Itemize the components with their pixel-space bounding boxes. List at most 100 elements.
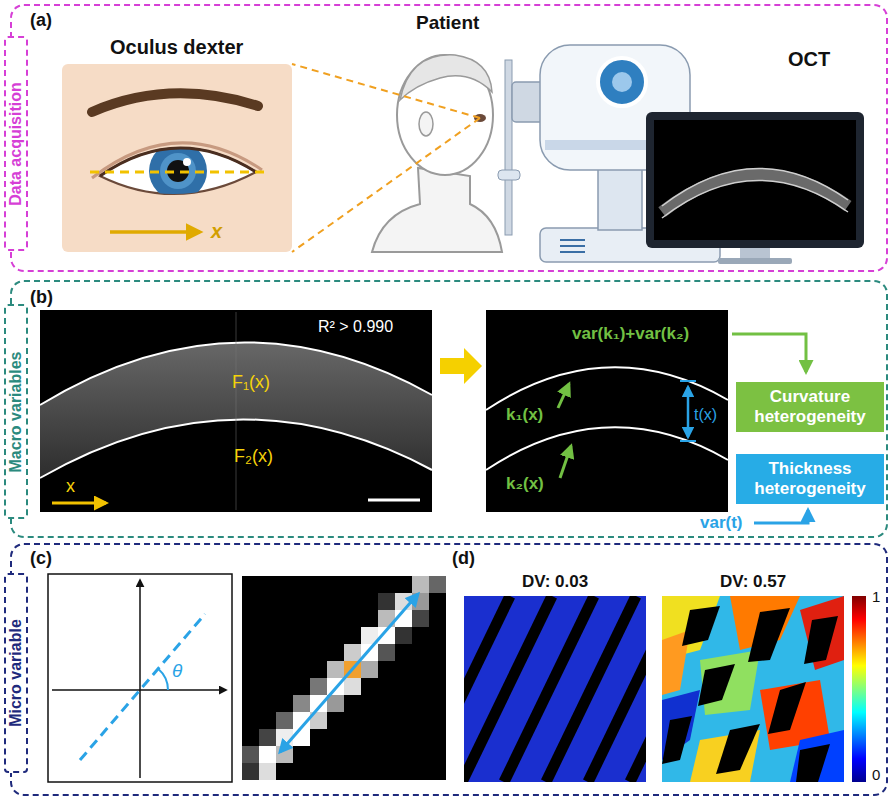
oct-device-part <box>498 170 520 180</box>
panel-tab: Micro variable <box>4 573 28 773</box>
patient-figure <box>292 55 502 252</box>
oct-device <box>498 45 864 264</box>
colorbar <box>852 596 866 782</box>
oct-device-part <box>560 251 585 253</box>
pixel-image-part <box>259 763 276 780</box>
oct-device-part <box>505 60 512 235</box>
figure-label: var(k₁)+var(k₂) <box>572 324 689 344</box>
process-box: Curvature heterogeneity <box>736 382 884 432</box>
pixel-image-part <box>293 729 310 746</box>
figure-label: Oculus dexter <box>110 36 243 59</box>
figure-label: F₁(x) <box>232 372 270 393</box>
direction-map-high-part <box>716 724 760 774</box>
angle-diagram <box>48 574 232 782</box>
pixel-image <box>242 576 446 780</box>
direction-map-high-part <box>790 730 844 782</box>
oct-device-part <box>598 58 646 106</box>
pixel-image-part <box>242 763 259 780</box>
oct-image-extracted-part <box>486 367 728 410</box>
direction-map-high-part <box>682 606 720 646</box>
figure-label: (d) <box>452 548 475 569</box>
direction-map-high-part <box>748 608 790 662</box>
eye-illustration-part <box>92 93 258 112</box>
figure-label: 1 <box>872 588 880 605</box>
direction-map-high-part <box>800 596 844 670</box>
process-box: Thickness heterogeneity <box>736 454 884 504</box>
pixel-image-part <box>242 576 446 780</box>
direction-map-low-part <box>546 596 636 782</box>
direction-map-high-part <box>698 664 735 706</box>
patient-figure-part <box>292 64 480 118</box>
figure-label: F₂(x) <box>234 446 273 467</box>
patient-figure-part <box>419 112 433 136</box>
figure-label: var(t) <box>700 513 743 533</box>
pixel-image-part <box>378 644 395 661</box>
pixel-image-part <box>280 594 418 752</box>
oct-image-extracted-part <box>680 440 696 442</box>
pixel-image-part <box>310 678 327 695</box>
eye-illustration <box>62 64 292 252</box>
oct-image-extracted-part <box>687 387 690 437</box>
pixel-image-part <box>378 593 395 610</box>
figure-label: 0 <box>872 766 880 783</box>
patient-figure-part <box>400 55 492 100</box>
oct-image-extracted-part <box>486 427 728 470</box>
box-label: Curvature heterogeneity <box>742 387 878 426</box>
oct-device-part <box>654 120 856 240</box>
patient-figure-part <box>397 55 493 175</box>
oct-device-part <box>560 239 585 241</box>
oct-image-extracted-part <box>558 384 569 408</box>
direction-map-high-part <box>796 744 830 782</box>
direction-map-high <box>662 596 844 782</box>
oct-image-fitted-part <box>236 312 237 510</box>
figure-label: OCT <box>788 48 830 71</box>
figure-label: DV: 0.57 <box>720 572 786 592</box>
oct-image-extracted-part <box>486 310 728 512</box>
direction-map-low-part <box>504 596 594 782</box>
direction-map-low-part <box>630 596 646 782</box>
oct-device-part <box>662 180 848 218</box>
oct-device-part <box>646 112 864 248</box>
patient-figure-part <box>292 118 480 252</box>
pixel-image-part <box>412 610 429 627</box>
angle-diagram-part <box>48 574 232 782</box>
pixel-image-part <box>259 746 276 763</box>
direction-map-high-part <box>662 596 844 782</box>
pixel-image-part <box>395 593 412 610</box>
pixel-image-part <box>412 593 429 610</box>
pixel-image-part <box>327 695 344 712</box>
figure-label: t(x) <box>694 406 717 424</box>
pixel-image-part <box>327 661 344 678</box>
panel-title: Micro variable <box>7 619 25 727</box>
panel-tab: Macro variables <box>4 304 28 519</box>
direction-map-low-part <box>464 596 552 782</box>
figure-label: x <box>66 476 75 497</box>
figure-label: (c) <box>30 548 52 569</box>
angle-diagram-part <box>139 580 141 778</box>
eye-illustration-part <box>62 64 292 252</box>
figure-label: R² > 0.990 <box>318 318 393 336</box>
figure-label: θ <box>172 660 182 682</box>
pixel-image-part <box>361 661 378 678</box>
pixel-image-part <box>429 576 446 593</box>
figure-label: (a) <box>30 10 52 31</box>
oct-device-part <box>598 165 642 230</box>
oct-image-fitted <box>40 310 432 512</box>
pixel-image-part <box>344 644 361 661</box>
figure-label: (b) <box>30 287 53 308</box>
oct-device-part <box>718 258 792 264</box>
pixel-image-part <box>276 729 293 746</box>
panel-frame: Macro variables Curvature heterogeneityTh… <box>10 280 888 538</box>
oct-image-fitted-part <box>368 499 420 502</box>
pixel-image-part <box>412 576 429 593</box>
panel-title: Data acquisition <box>7 82 25 206</box>
panel-title: Macro variables <box>7 351 25 472</box>
direction-map-high-part <box>768 682 806 734</box>
direction-map-high-part <box>662 716 692 764</box>
oct-device-part <box>612 72 632 92</box>
direction-map-low-part <box>588 596 646 782</box>
oct-image-extracted-part <box>680 380 696 382</box>
oct-image-fitted-part <box>40 310 432 512</box>
figure-label: Patient <box>416 12 479 34</box>
